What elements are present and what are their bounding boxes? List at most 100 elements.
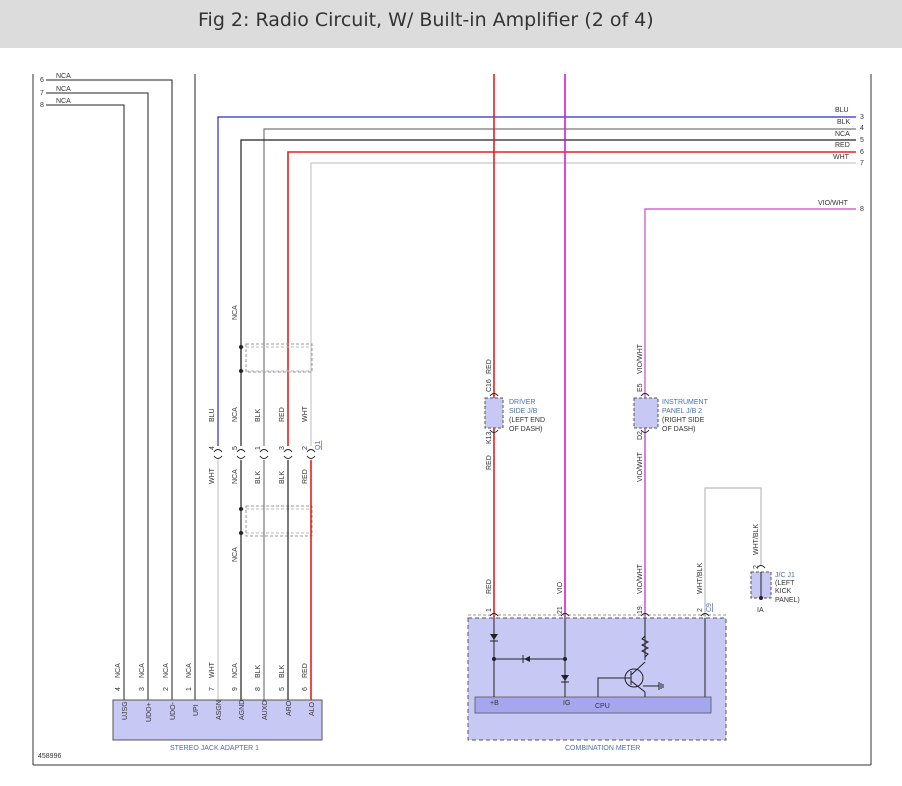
instrument-jb-label-3: (RIGHT SIDE [662, 417, 705, 424]
instrument-jb [633, 393, 659, 433]
svg-text:NCA: NCA [139, 663, 146, 678]
driver-jb-label-2: SIDE J/B [509, 408, 538, 415]
driver-jb-label-4: OF DASH) [509, 426, 542, 433]
instrument-jb-wire-bottom: VIO/WHT [637, 451, 644, 482]
svg-text:NCA: NCA [186, 663, 193, 678]
driver-jb-wire-top: RED [486, 359, 493, 374]
svg-text:NCA: NCA [232, 663, 239, 678]
left-pin-7: 7 [40, 90, 44, 97]
q1-upper-wire-4: RED [279, 407, 286, 422]
title-bar: Fig 2: Radio Circuit, W/ Built-in Amplif… [0, 0, 902, 48]
q1-connector [213, 449, 316, 459]
jc-j1-label-2: (LEFT [775, 580, 795, 587]
right-wire-label-vio-wht: VIO/WHT [818, 200, 849, 207]
meter-signal-ig: IG [563, 700, 570, 707]
meter-pin-1: 1 [486, 608, 493, 612]
jc-j1 [750, 565, 772, 600]
jack-adapter-pins: 4 3 2 1 7 9 8 5 6 NCA NCA NCA NCA WHT NC… [115, 661, 316, 722]
q1-lower-wire-2: NCA [232, 469, 239, 484]
meter-cpu: CPU [595, 703, 610, 710]
meter-signal-b: +B [490, 700, 499, 707]
q1-lower-wire-5: RED [302, 469, 309, 484]
svg-text:9: 9 [232, 687, 239, 691]
right-wires [217, 116, 856, 446]
q1-lower-wire-4: BLK [279, 470, 286, 484]
right-pin-7: 7 [860, 160, 864, 167]
right-pin-3: 3 [860, 114, 864, 121]
meter-wire-vio-wht: VIO/WHT [637, 563, 644, 594]
q1-pin-5: 5 [232, 446, 239, 450]
figure-id: 458996 [38, 753, 61, 760]
driver-jb-pin-top: C16 [486, 379, 493, 392]
q1-upper-wire-5: WHT [302, 405, 309, 422]
svg-text:ALO: ALO [309, 701, 316, 716]
instrument-jb-pin-top: E5 [637, 383, 644, 392]
q1-lower-nca: NCA [232, 547, 239, 562]
jack-lower-wires [217, 460, 312, 702]
diagram-border [32, 74, 872, 766]
driver-jb-wire-bottom: RED [486, 455, 493, 470]
svg-text:AUXO: AUXO [262, 700, 269, 720]
svg-text:UPI: UPI [193, 704, 200, 716]
driver-jb-pin-bottom: K13 [486, 431, 493, 444]
svg-text:NCA: NCA [163, 663, 170, 678]
right-pin-5: 5 [860, 137, 864, 144]
upper-splice [239, 343, 313, 373]
right-pin-6: 6 [860, 149, 864, 156]
svg-text:WHT: WHT [209, 661, 216, 678]
svg-text:6: 6 [302, 687, 309, 691]
driver-jb [484, 393, 504, 433]
left-pin-6: 6 [40, 77, 44, 84]
meter-wire-wht-blk: WHT/BLK [697, 563, 704, 594]
svg-text:4: 4 [115, 687, 122, 691]
meter-connector: C9 [706, 603, 713, 612]
svg-text:2: 2 [163, 687, 170, 691]
jc-j1-label-1: J/C J1 [775, 572, 795, 579]
left-nca-wires [46, 74, 196, 702]
left-nca-label-6: NCA [56, 73, 71, 80]
q1-pin-2: 2 [302, 446, 309, 450]
jc-j1-wire: WHT/BLK [753, 524, 760, 555]
meter-pin-21: 21 [557, 606, 564, 614]
instrument-jb-label-2: PANEL J/B 2 [662, 408, 702, 415]
svg-text:ARO: ARO [286, 700, 293, 716]
meter-pin-2: 2 [697, 608, 704, 612]
svg-text:BLK: BLK [255, 664, 262, 678]
figure-title: Fig 2: Radio Circuit, W/ Built-in Amplif… [198, 9, 654, 31]
svg-text:5: 5 [279, 687, 286, 691]
svg-text:7: 7 [209, 687, 216, 691]
driver-jb-label-3: (LEFT END [509, 417, 545, 424]
svg-text:8: 8 [255, 687, 262, 691]
right-pin-4: 4 [860, 125, 864, 132]
right-wire-label-nca: NCA [835, 131, 850, 138]
instrument-jb-wire-top: VIO/WHT [637, 343, 644, 374]
svg-text:AGND: AGND [239, 700, 246, 720]
meter-wire-vio: VIO [557, 581, 564, 594]
svg-text:UDO+: UDO+ [146, 702, 153, 722]
jc-j1-label-4: PANEL) [775, 597, 800, 604]
q1-upper-wire-1: BLU [209, 408, 216, 422]
svg-text:ASGN: ASGN [216, 700, 223, 720]
svg-text:RED: RED [302, 663, 309, 678]
right-wire-label-wht: WHT [833, 154, 850, 161]
q1-lower-wire-3: BLK [255, 470, 262, 484]
svg-text:3: 3 [139, 687, 146, 691]
svg-text:UDO-: UDO- [170, 701, 177, 720]
instrument-jb-label-4: OF DASH) [662, 426, 695, 433]
q1-connector-name: Q1 [315, 441, 322, 450]
q1-upper-nca: NCA [232, 305, 239, 320]
meter-name: COMBINATION METER [565, 745, 640, 752]
instrument-jb-label-1: INSTRUMENT [662, 399, 709, 406]
right-wire-label-blu: BLU [835, 107, 849, 114]
jc-j1-ground: IA [757, 607, 764, 614]
jc-j1-pin: 2 [753, 565, 760, 569]
svg-text:NCA: NCA [115, 663, 122, 678]
stereo-jack-adapter [112, 699, 323, 741]
right-pin-8: 8 [860, 206, 864, 213]
instrument-jb-pin-bottom: D2 [637, 431, 644, 440]
meter-wire-red: RED [486, 579, 493, 594]
left-nca-label-7: NCA [56, 86, 71, 93]
combination-meter [467, 613, 727, 741]
q1-pin-1: 1 [255, 446, 262, 450]
